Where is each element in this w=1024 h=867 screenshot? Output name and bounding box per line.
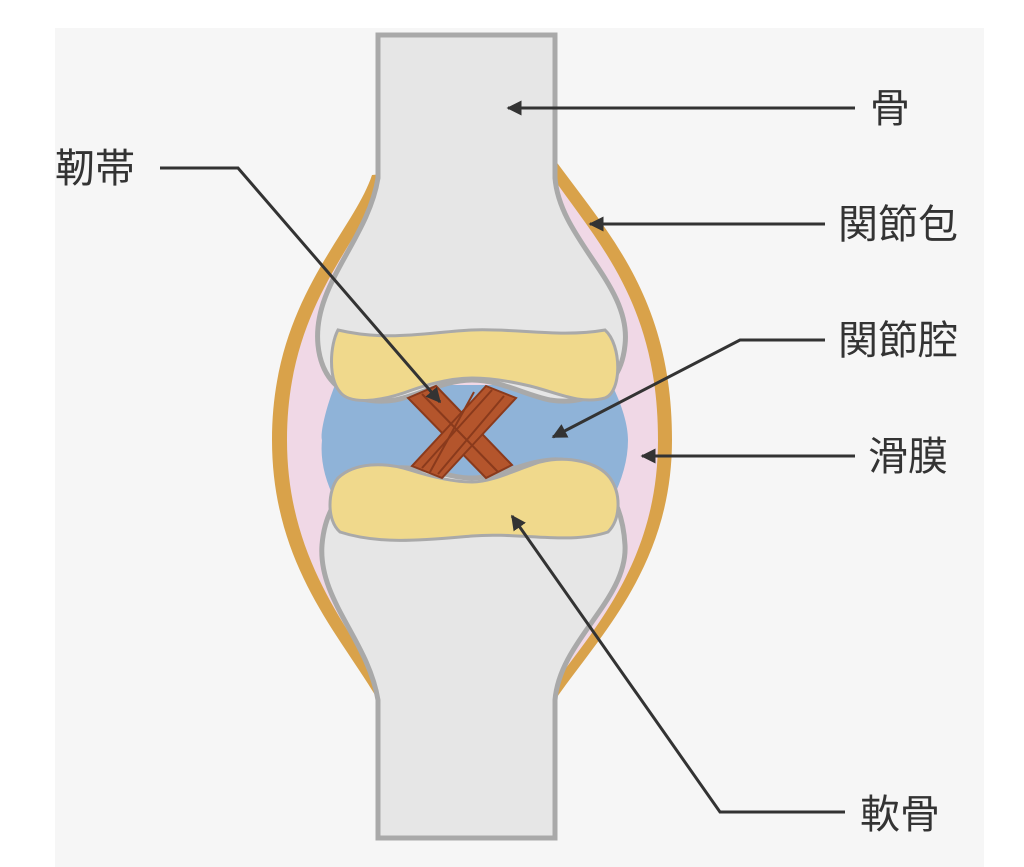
label-joint-cavity: 関節腔	[838, 318, 958, 364]
ligament-stripes	[421, 389, 505, 475]
ligament	[406, 384, 518, 480]
ligament-band-b	[410, 384, 518, 480]
label-cartilage: 軟骨	[860, 792, 940, 838]
leader-ligament	[160, 166, 442, 404]
label-bone: 骨	[870, 86, 910, 132]
leader-cartilage	[510, 514, 845, 814]
lower-cartilage	[328, 457, 620, 542]
lower-bone	[319, 457, 628, 841]
label-joint-capsule: 関節包	[838, 202, 958, 248]
upper-cartilage	[330, 328, 620, 402]
upper-bone	[315, 32, 628, 404]
leader-lines	[160, 100, 855, 814]
label-ligament: 靭帯	[55, 146, 135, 192]
label-synovium: 滑膜	[868, 434, 948, 480]
leader-joint-cavity	[551, 338, 825, 439]
